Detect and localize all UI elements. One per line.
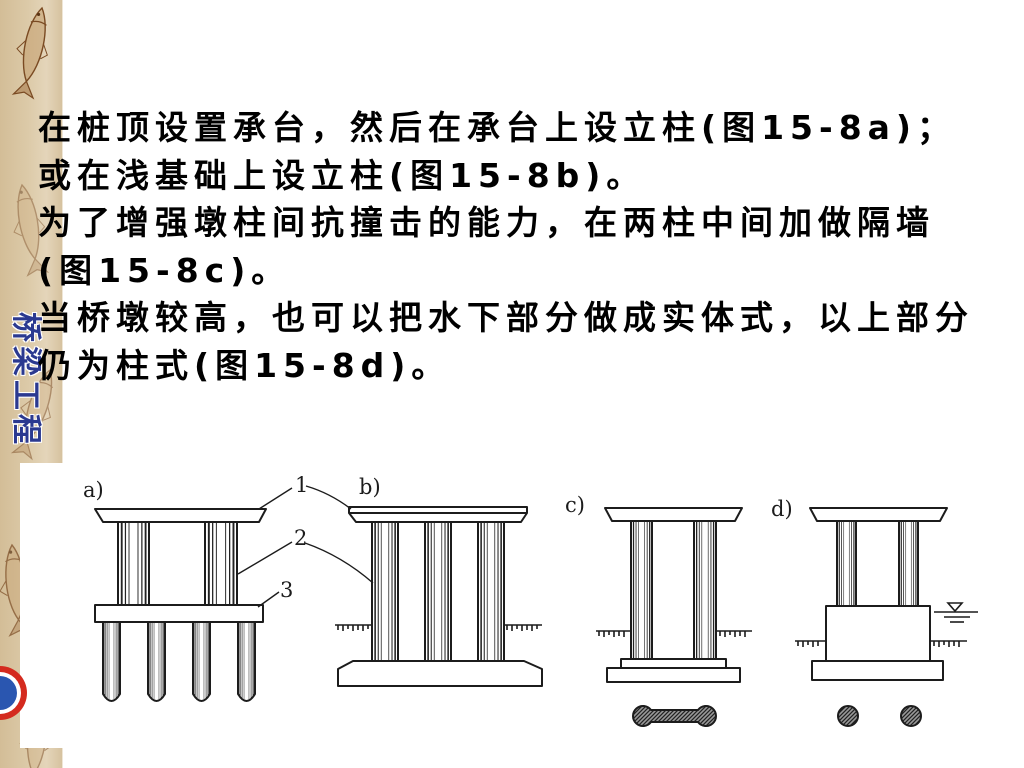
plan-section [632, 705, 717, 727]
panel-d [809, 507, 948, 727]
leader-line [305, 485, 352, 510]
pile [192, 621, 211, 702]
panel-label-b: b) [359, 475, 381, 499]
cap-beam [604, 507, 743, 522]
panel-label-c: c) [565, 493, 585, 517]
solid-pier-body [825, 605, 931, 662]
callout-number-2: 2 [294, 526, 307, 550]
column [117, 521, 150, 606]
text-line: 为了增强墩柱间抗撞击的能力，在两柱中间加做隔墙 [38, 203, 935, 242]
pier-diagram: a) b) c) d) 1 2 3 [20, 463, 1024, 748]
panel-a [94, 508, 267, 702]
text-line: 在桩顶设置承台，然后在承台上设立柱(图15-8a)； [38, 108, 957, 147]
water-level-icon [934, 602, 978, 623]
panel-c [604, 507, 743, 727]
leader-lines [237, 485, 374, 608]
text-line: 当桥墩较高，也可以把水下部分做成实体式，以上部分 [38, 298, 974, 337]
cap-beam [348, 506, 528, 523]
leader-line [257, 591, 280, 608]
column [630, 520, 653, 660]
panel-label-d: d) [771, 497, 793, 521]
pile [237, 621, 256, 702]
ground-line [596, 630, 631, 637]
footing-plinth [620, 658, 727, 669]
text-line: (图15-8c)。 [38, 250, 291, 290]
column [204, 521, 238, 606]
footing [606, 667, 741, 683]
ground-line [504, 624, 542, 631]
ground-line [930, 640, 967, 647]
panel-b [337, 506, 543, 687]
panel-label-a: a) [83, 478, 104, 502]
plan-section [837, 705, 859, 727]
cap-beam [94, 508, 267, 523]
pile [102, 621, 121, 702]
footing [811, 660, 944, 681]
ground-lines [335, 624, 967, 647]
body-text: 在桩顶设置承台，然后在承台上设立柱(图15-8a)； 或在浅基础上设立柱(图15… [38, 104, 1018, 389]
fish-illustration [6, 3, 58, 100]
cap-beam [809, 507, 948, 522]
pile [147, 621, 166, 702]
column [836, 520, 857, 607]
text-line: 仍为柱式(图15-8d)。 [38, 345, 451, 385]
leader-line [237, 541, 293, 575]
logo-icon [0, 666, 27, 720]
leader-line [304, 542, 374, 584]
text-line: 或在浅基础上设立柱(图15-8b)。 [38, 155, 646, 195]
column [477, 521, 505, 662]
ground-line [795, 640, 826, 647]
column [424, 521, 452, 662]
ground-line [335, 624, 372, 631]
column [898, 520, 919, 607]
footing [337, 660, 543, 687]
leader-line [258, 487, 293, 510]
callout-number-1: 1 [295, 473, 308, 497]
column [371, 521, 399, 662]
sidebar-title: 桥梁工程 [8, 312, 43, 448]
ground-line [716, 630, 752, 637]
plan-section [900, 705, 922, 727]
column [693, 520, 717, 660]
callout-number-3: 3 [280, 578, 293, 602]
pile-cap [94, 604, 264, 623]
